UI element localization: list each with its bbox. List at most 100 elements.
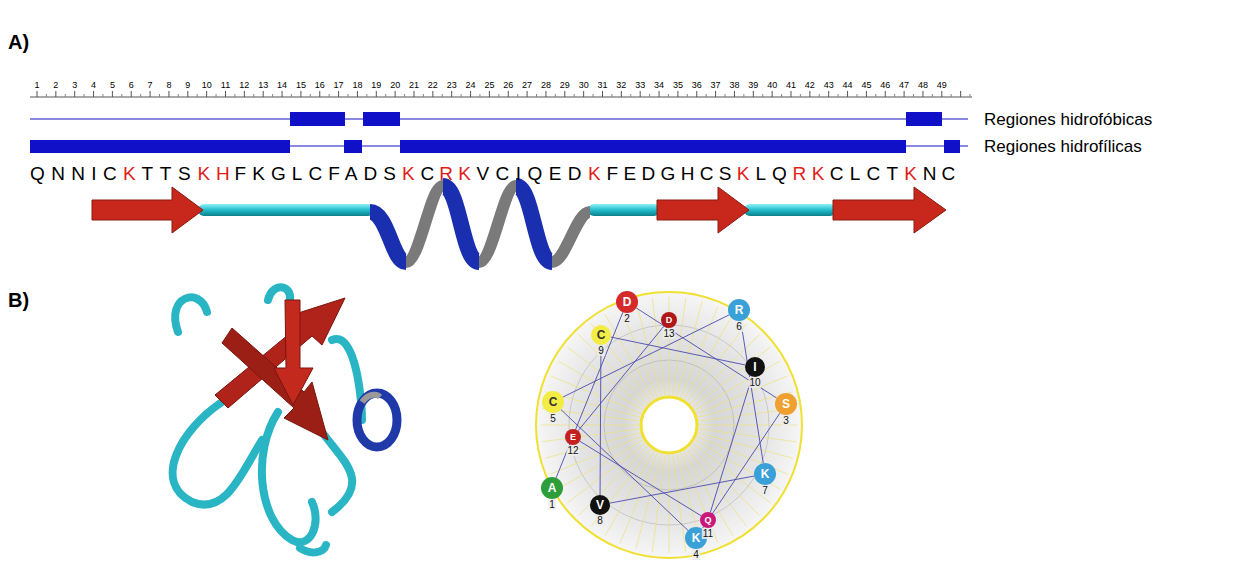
wheel-spoke <box>687 449 747 527</box>
ruler-number: 8 <box>166 81 171 90</box>
ruler-number: 13 <box>258 81 268 90</box>
ruler-tick <box>102 94 103 97</box>
ruler-number: 19 <box>371 81 381 90</box>
residue-number: 4 <box>692 549 700 560</box>
sequence-segment: K <box>402 164 421 183</box>
ruler-tick <box>206 91 207 97</box>
ruler-tick <box>150 91 151 97</box>
ruler-number: 16 <box>315 81 325 90</box>
ruler-tick <box>517 94 518 97</box>
sequence-segment: K <box>904 164 923 183</box>
residue-circle: D13 <box>661 312 677 328</box>
ruler-number: 39 <box>748 81 758 90</box>
ruler-tick <box>93 91 94 97</box>
residue-number: 8 <box>596 515 604 526</box>
ruler-tick <box>187 91 188 97</box>
ruler-tick <box>263 91 264 97</box>
residue-letter: V <box>596 499 604 511</box>
wheel-spoke <box>669 455 670 553</box>
wheel-link <box>561 410 688 531</box>
ruler-tick <box>131 91 132 97</box>
ruler-tick <box>46 94 47 97</box>
residue-circle: V8 <box>590 495 610 515</box>
residue-letter: C <box>549 396 558 408</box>
sequence-segment: K <box>737 164 756 183</box>
ruler-tick <box>65 94 66 97</box>
residue-letter: A <box>548 482 557 494</box>
ruler-tick <box>828 91 829 97</box>
ruler-number: 41 <box>786 81 796 90</box>
ruler-tick <box>74 91 75 97</box>
ruler-tick <box>357 91 358 97</box>
ruler-number: 36 <box>692 81 702 90</box>
wheel-link <box>580 441 701 516</box>
ruler-tick <box>885 91 886 97</box>
ruler-tick <box>376 91 377 97</box>
residue-letter: D <box>623 296 632 308</box>
panel-label: B) <box>8 290 29 310</box>
residue-circle: R6 <box>728 299 750 321</box>
wheel-spoke <box>687 323 747 401</box>
ruler-number: 2 <box>53 81 58 90</box>
track-bar <box>30 140 290 153</box>
ruler-tick <box>932 94 933 97</box>
wheel-spokes <box>541 297 797 553</box>
ruler-tick <box>800 94 801 97</box>
sequence-segment: H <box>216 164 235 183</box>
wheel-spoke <box>545 433 640 458</box>
track-bar <box>944 140 960 153</box>
wheel-spoke <box>690 446 759 515</box>
wheel-spoke <box>677 301 702 396</box>
ruler-tick <box>197 94 198 97</box>
ruler-tick <box>838 94 839 97</box>
sequence-segment: FKGLCFADS <box>235 164 402 183</box>
ruler-number: 32 <box>616 81 626 90</box>
wheel-spoke <box>680 307 718 398</box>
residue-number: 10 <box>748 377 761 388</box>
residue-number: 2 <box>623 313 631 324</box>
wheel-spoke <box>605 451 654 536</box>
ruler-tick <box>37 91 38 97</box>
beta-strand <box>657 187 749 233</box>
residue-number: 1 <box>548 499 556 510</box>
ruler-number: 49 <box>937 81 947 90</box>
track-bar <box>344 140 362 153</box>
ruler-tick <box>319 91 320 97</box>
ruler-number: 6 <box>129 81 134 90</box>
ruler-number: 14 <box>277 81 287 90</box>
ruler-number: 25 <box>484 81 494 90</box>
wheel-spoke <box>699 429 796 442</box>
ruler-tick <box>696 91 697 97</box>
wheel-spoke <box>551 436 642 474</box>
ruler-number: 18 <box>352 81 362 90</box>
residue-circle: S3 <box>775 393 797 415</box>
ruler-tick <box>423 94 424 97</box>
track-bar <box>290 112 345 126</box>
ruler-tick <box>461 94 462 97</box>
ruler-number: 30 <box>579 81 589 90</box>
sequence-segment: RK <box>793 164 830 183</box>
ruler-tick <box>649 94 650 97</box>
ruler-tick <box>329 94 330 97</box>
residue-letter: E <box>570 433 576 442</box>
ruler-number: 24 <box>466 81 476 90</box>
ruler-tick <box>630 94 631 97</box>
ruler-tick <box>725 94 726 97</box>
ruler-tick <box>791 91 792 97</box>
sequence-segment: TTS <box>142 164 198 183</box>
wheel-spoke <box>541 425 639 426</box>
ruler-tick <box>272 94 273 97</box>
sequence-segment: K <box>588 164 607 183</box>
residue-number: 11 <box>702 528 714 539</box>
ruler-line <box>30 97 972 98</box>
ruler-ticks <box>37 91 970 97</box>
ruler-number: 11 <box>221 81 230 90</box>
wheel-spoke <box>673 298 686 395</box>
residue-number: 3 <box>782 415 790 426</box>
ruler-tick <box>687 94 688 97</box>
ruler-number: 10 <box>202 81 212 90</box>
ruler-number: 37 <box>711 81 721 90</box>
connectors <box>556 308 780 530</box>
ruler-number: 23 <box>447 81 457 90</box>
secondary-structure <box>92 186 946 262</box>
